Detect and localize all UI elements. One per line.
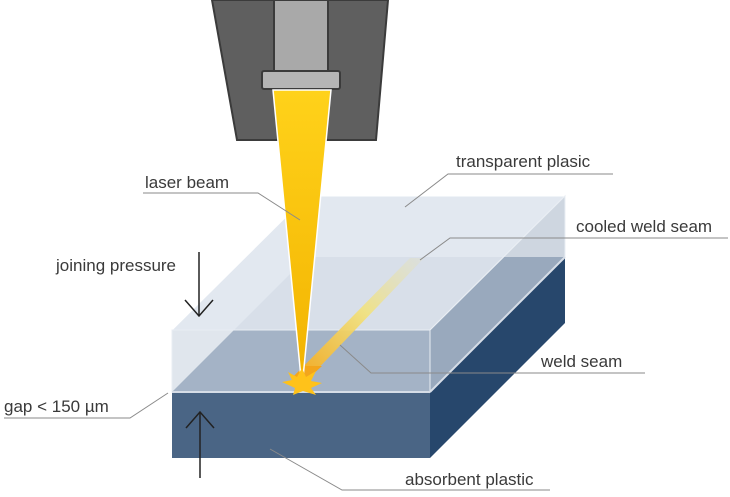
label-transparent-plastic: transparent plasic <box>456 152 591 171</box>
laser-head <box>210 0 390 141</box>
laser-head-inner <box>273 0 329 75</box>
joining-pressure-arrow <box>184 252 214 318</box>
leader-laser-beam <box>143 192 301 221</box>
label-laser-beam: laser beam <box>145 173 229 192</box>
laser-nozzle <box>261 70 341 90</box>
label-absorbent-plastic: absorbent plastic <box>405 470 534 489</box>
label-weld-seam: weld seam <box>540 352 622 371</box>
absorbent-side-face <box>430 257 565 458</box>
cooled-weld-seam-stripe <box>292 258 424 378</box>
leader-gap <box>4 392 169 419</box>
laser-beam <box>272 89 332 389</box>
label-cooled-weld-seam: cooled weld seam <box>576 217 712 236</box>
laser-spot-sparks <box>282 368 322 395</box>
leader-weld-seam <box>339 344 645 374</box>
leader-cooled-weld-seam <box>419 237 728 261</box>
leader-transparent-plastic <box>404 173 613 208</box>
label-joining-pressure: joining pressure <box>55 256 176 275</box>
absorbent-front-face <box>172 392 430 458</box>
label-gap: gap < 150 µm <box>4 397 109 416</box>
counter-pressure-arrow <box>185 410 215 478</box>
leader-absorbent-plastic <box>269 448 550 491</box>
transparent-plastic-block <box>170 194 567 394</box>
